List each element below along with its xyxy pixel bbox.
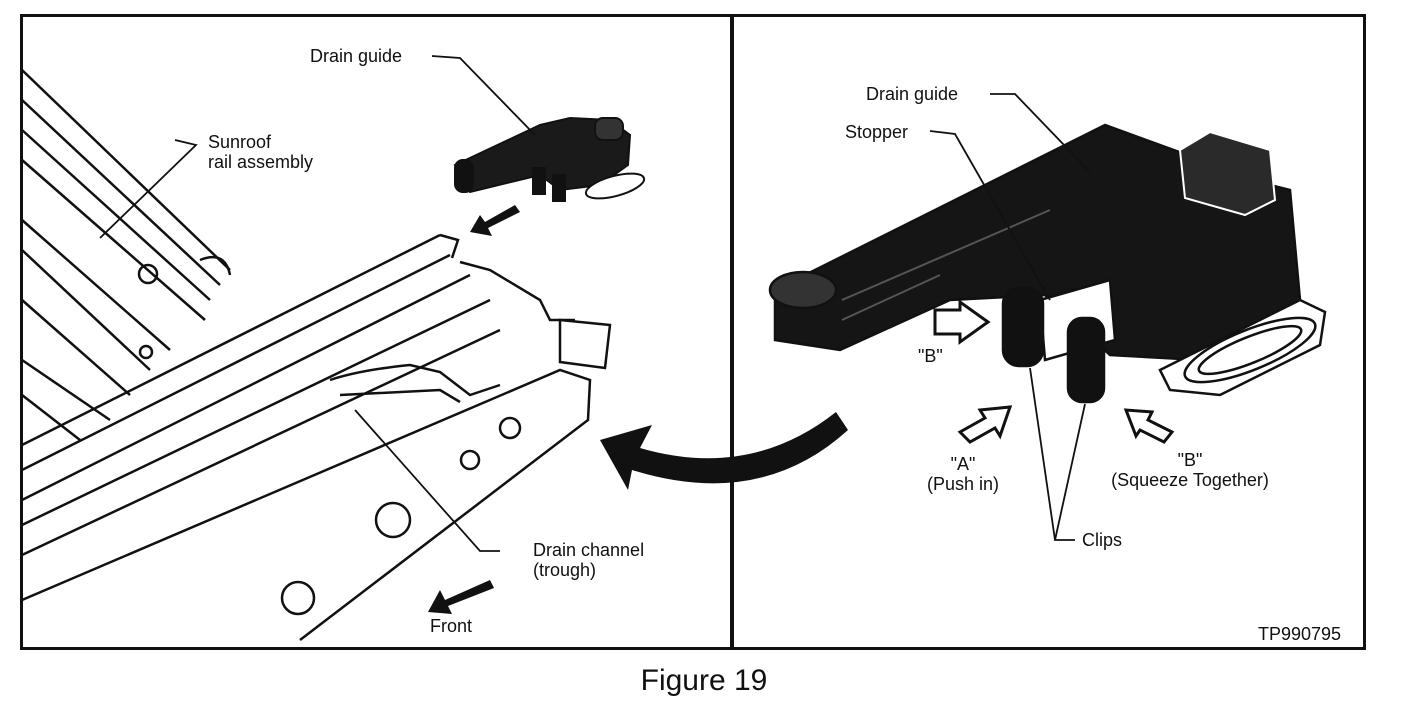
figure-code: TP990795 <box>1258 624 1342 644</box>
a-push-line1: "A" <box>950 454 976 474</box>
a-push-line2: (Push in) <box>926 474 1000 494</box>
stopper-label: Stopper <box>845 122 909 142</box>
leader-lines <box>99 55 1091 552</box>
drain-channel-label: Drain channel (trough) <box>533 540 644 580</box>
drain-channel-drawing <box>21 233 612 641</box>
drain-guide-label-right: Drain guide <box>866 84 959 104</box>
a-push-arrow-icon <box>957 405 1013 444</box>
sunroof-rail-line1: Sunroof <box>208 132 272 152</box>
transition-arrow-icon <box>600 412 848 490</box>
b-left-arrow-icon <box>933 299 991 345</box>
drain-guide-label-left: Drain guide <box>310 46 403 66</box>
sunroof-rail-drawing <box>21 69 232 441</box>
sunroof-rail-label: Sunroof rail assembly <box>208 132 313 172</box>
clips-label: Clips <box>1082 530 1123 550</box>
a-push-label: "A" (Push in) <box>908 454 1018 494</box>
front-label: Front <box>430 616 473 636</box>
b-squeeze-label: "B" (Squeeze Together) <box>1090 450 1290 490</box>
b-squeeze-line1: "B" <box>1177 450 1203 470</box>
figure-caption: Figure 19 <box>640 664 768 697</box>
drain-channel-line2: (trough) <box>533 560 597 580</box>
sunroof-rail-line2: rail assembly <box>208 152 314 172</box>
b-left-label: "B" <box>918 346 943 366</box>
drain-guide-large-drawing <box>768 123 1327 404</box>
figure-frame <box>20 14 1366 650</box>
install-arrow-icon <box>470 205 520 236</box>
panel-divider <box>730 14 734 650</box>
b-squeeze-line2: (Squeeze Together) <box>1111 470 1269 490</box>
b-right-arrow-icon <box>1123 408 1175 444</box>
drain-channel-line1: Drain channel <box>533 540 645 560</box>
front-arrow-icon <box>428 580 494 614</box>
drain-guide-small-drawing <box>453 116 646 202</box>
